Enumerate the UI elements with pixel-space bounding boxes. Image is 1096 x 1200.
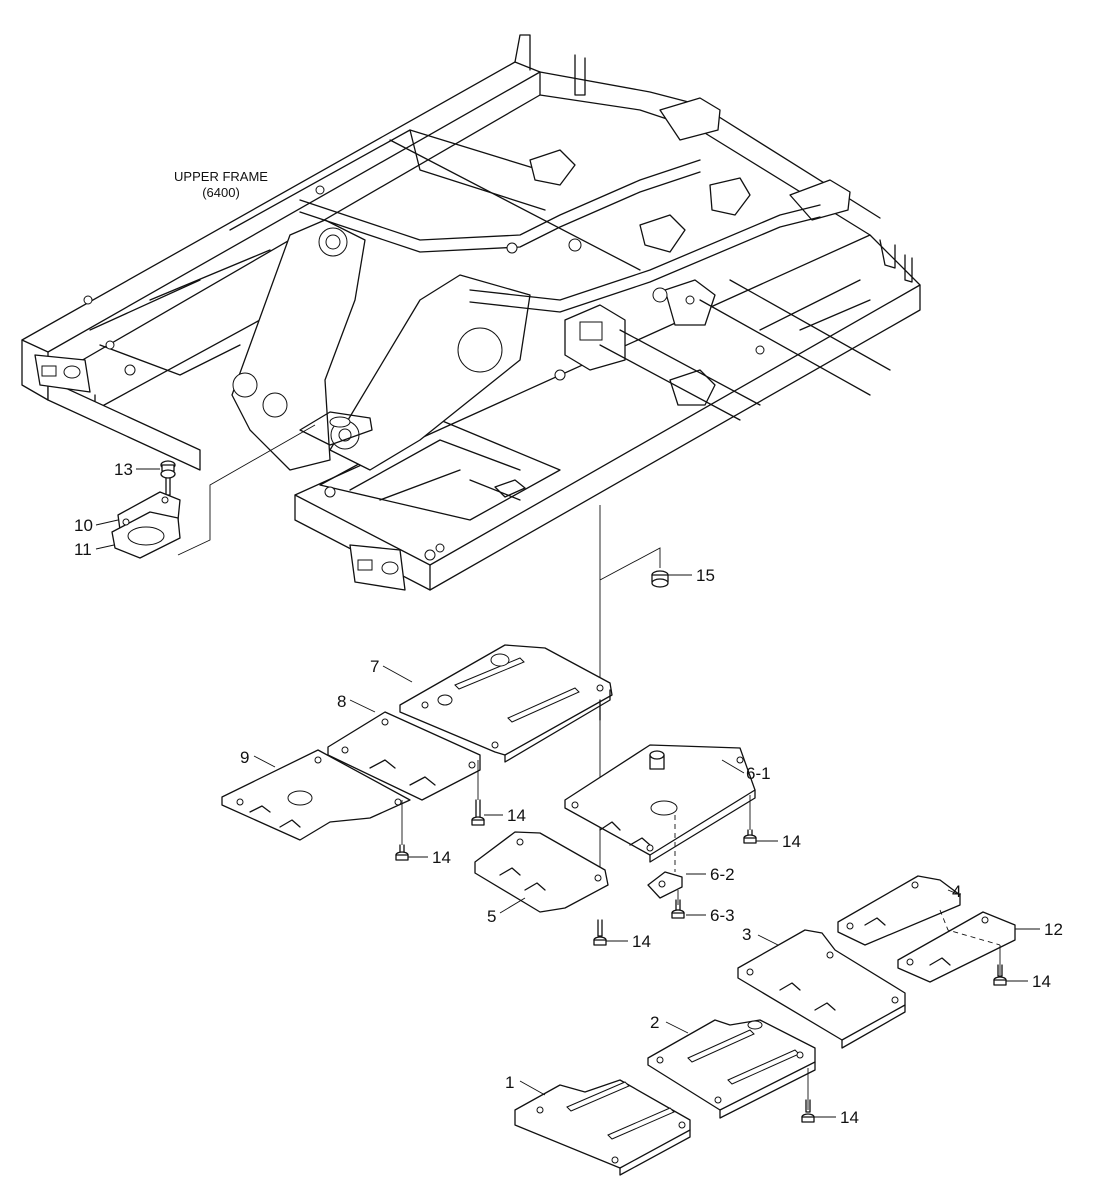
callout-leaders xyxy=(95,468,1040,1118)
callout-3: 3 xyxy=(742,925,751,944)
gasket-10-11 xyxy=(111,491,181,559)
cover-plate-1 xyxy=(514,1079,691,1176)
bolt-13 xyxy=(160,460,176,496)
cover-plate-2 xyxy=(647,1019,816,1119)
callout-14-c: 14 xyxy=(782,832,801,851)
callout-14-e: 14 xyxy=(1032,972,1051,991)
callout-1: 1 xyxy=(505,1073,514,1092)
callout-14-d: 14 xyxy=(632,932,651,951)
cover-plate-9 xyxy=(221,749,411,841)
cover-plate-4 xyxy=(837,875,961,946)
cover-plate-3 xyxy=(737,929,906,1049)
upper-frame-name: UPPER FRAME xyxy=(174,169,268,184)
callout-5: 5 xyxy=(487,907,496,926)
bolt-6-3 xyxy=(671,899,685,919)
bolt-14 xyxy=(993,964,1007,986)
bolt-14 xyxy=(471,799,485,826)
upper-frame-drawing xyxy=(21,34,921,591)
callout-14-b: 14 xyxy=(432,848,451,867)
upper-frame-code: (6400) xyxy=(202,185,240,200)
callout-11: 11 xyxy=(74,540,92,559)
callout-14-a: 14 xyxy=(507,806,526,825)
callout-8: 8 xyxy=(337,692,346,711)
callout-6-1: 6-1 xyxy=(746,764,771,783)
leader-15 xyxy=(599,547,661,581)
callout-15: 15 xyxy=(696,566,715,585)
callout-13: 13 xyxy=(114,460,133,479)
cover-plate-7 xyxy=(399,644,613,763)
cover-plate-12 xyxy=(897,911,1016,983)
cover-plate-6-1 xyxy=(564,744,756,863)
callout-4: 4 xyxy=(952,882,961,901)
callout-6-2: 6-2 xyxy=(710,865,735,884)
callout-6-3: 6-3 xyxy=(710,906,735,925)
cover-plate-6-2 xyxy=(647,871,683,899)
callout-14-f: 14 xyxy=(840,1108,859,1127)
bolt-14 xyxy=(801,1099,815,1123)
callout-9: 9 xyxy=(240,748,249,767)
callout-10: 10 xyxy=(74,516,93,535)
callout-12: 12 xyxy=(1044,920,1063,939)
bolt-14 xyxy=(395,844,409,861)
bolt-14 xyxy=(743,829,757,844)
bolt-14 xyxy=(593,919,607,946)
leader-10-11 xyxy=(177,424,316,556)
callout-7: 7 xyxy=(370,657,379,676)
callout-2: 2 xyxy=(650,1013,659,1032)
nut-15 xyxy=(651,570,669,588)
cover-plate-5 xyxy=(474,831,609,913)
